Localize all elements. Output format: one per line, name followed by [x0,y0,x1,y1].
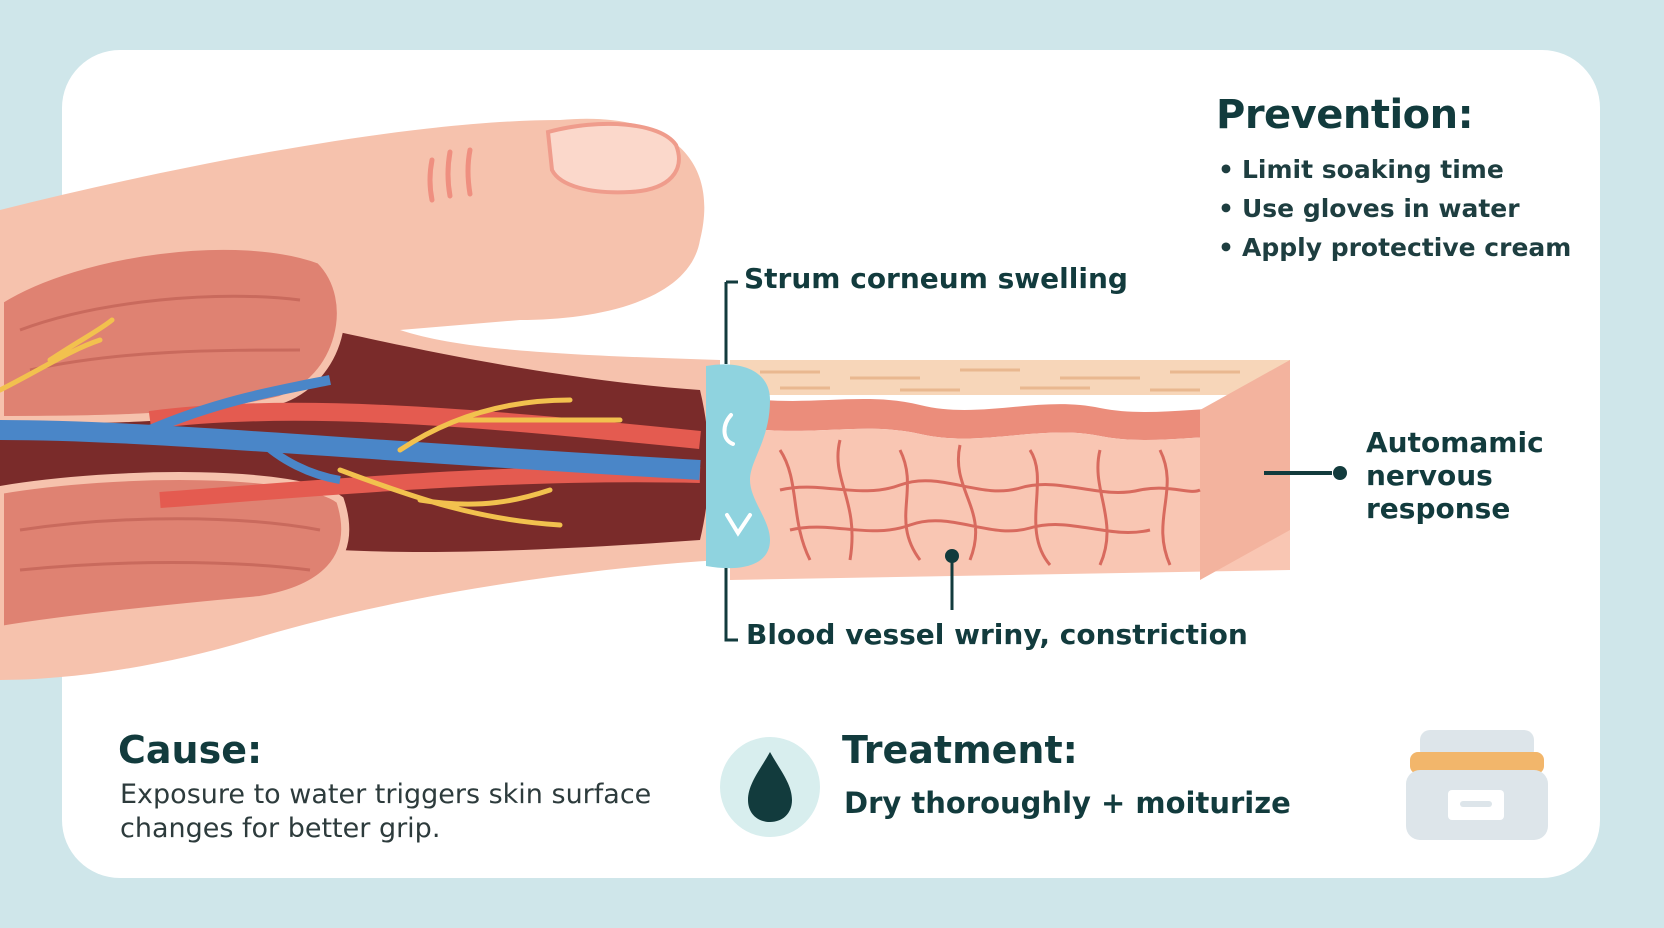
epidermis-layer [730,395,1290,440]
cause-title: Cause: [118,728,263,772]
vein [257,437,341,484]
cream-jar-icon [1406,730,1548,840]
fingernail [545,121,681,195]
upper-muscle [0,241,345,424]
water-drop-icon [720,737,820,837]
autonomic-label: Automamic nervous response [1366,426,1544,525]
prevention-list: •Limit soaking time •Use gloves in water… [1218,150,1571,267]
cause-text: Exposure to water triggers skin surface … [120,779,652,844]
capillary-network [778,439,1201,566]
swelling-label: Strum corneum swelling [744,262,1128,295]
vein [148,375,331,435]
vessel-callout-line [724,568,738,642]
swelling-indicator [706,364,770,569]
prevention-title: Prevention: [1216,92,1474,138]
vessel-pointer-dot [945,549,959,563]
nerve [397,397,623,453]
nerve [0,317,115,393]
artery [148,402,701,449]
vein [0,420,701,480]
prevention-item: •Limit soaking time [1218,155,1504,184]
swelling-callout-line [724,280,738,364]
prevention-item: •Use gloves in water [1218,194,1520,223]
prevention-item: •Apply protective cream [1218,233,1572,262]
nerve [337,467,563,528]
dermis-layer [730,425,1290,580]
lower-muscle [0,472,350,635]
skin-block-side [1200,360,1290,580]
autonomic-arrow-head [1333,466,1347,480]
treatment-text: Dry thoroughly + moiturize [844,786,1291,820]
treatment-title: Treatment: [842,728,1078,772]
skin-block-surface [730,360,1290,395]
vessel-label: Blood vessel wriny, constriction [746,618,1248,651]
